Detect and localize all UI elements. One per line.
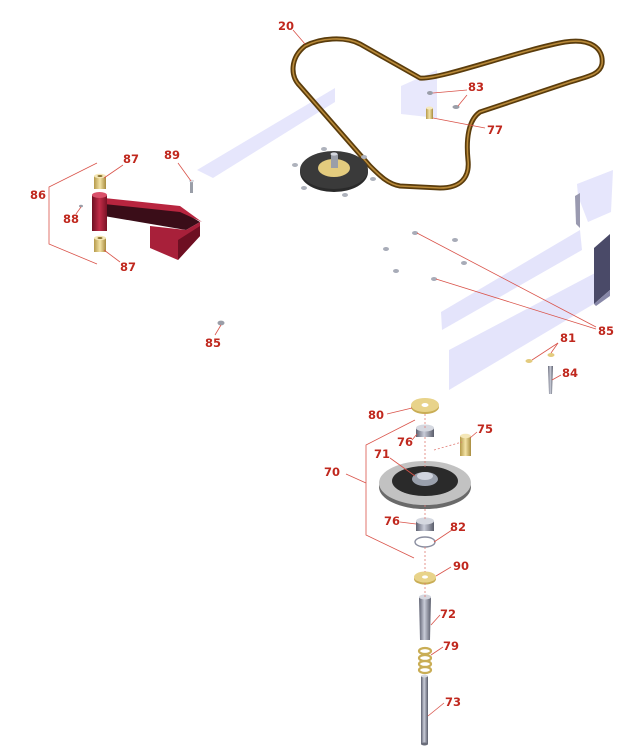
idler-bracket xyxy=(79,173,225,326)
callout-70: 70 xyxy=(324,465,341,479)
hardware-83-77 xyxy=(426,91,460,119)
callout-87-bottom: 87 xyxy=(120,260,137,274)
callout-79: 79 xyxy=(443,639,460,653)
callout-77: 77 xyxy=(487,123,504,137)
callout-73: 73 xyxy=(445,695,462,709)
callout-85-right: 85 xyxy=(598,324,615,338)
callout-81: 81 xyxy=(560,331,577,345)
callout-83: 83 xyxy=(468,80,485,94)
leader-lines xyxy=(48,29,597,717)
callout-85-left: 85 xyxy=(205,336,222,350)
centre-lines xyxy=(424,414,463,597)
callout-71: 71 xyxy=(374,447,391,461)
callout-88: 88 xyxy=(63,212,80,226)
bolts-85 xyxy=(383,231,467,281)
callout-90: 90 xyxy=(453,559,470,573)
callout-76-top: 76 xyxy=(397,435,414,449)
drive-belt xyxy=(290,36,605,191)
callout-80: 80 xyxy=(368,408,385,422)
callout-86: 86 xyxy=(30,188,47,202)
callout-75: 75 xyxy=(477,422,494,436)
callout-76-bottom: 76 xyxy=(384,514,401,528)
callout-84: 84 xyxy=(562,366,579,380)
upper-pulley xyxy=(292,147,376,197)
deck-panels xyxy=(197,70,613,390)
callout-89: 89 xyxy=(164,148,181,162)
spindle-assembly xyxy=(379,398,471,746)
callout-82: 82 xyxy=(450,520,467,534)
callout-72: 72 xyxy=(440,607,457,621)
hardware-81-84 xyxy=(525,353,555,394)
callout-87-top: 87 xyxy=(123,152,140,166)
callout-20: 20 xyxy=(278,19,295,33)
